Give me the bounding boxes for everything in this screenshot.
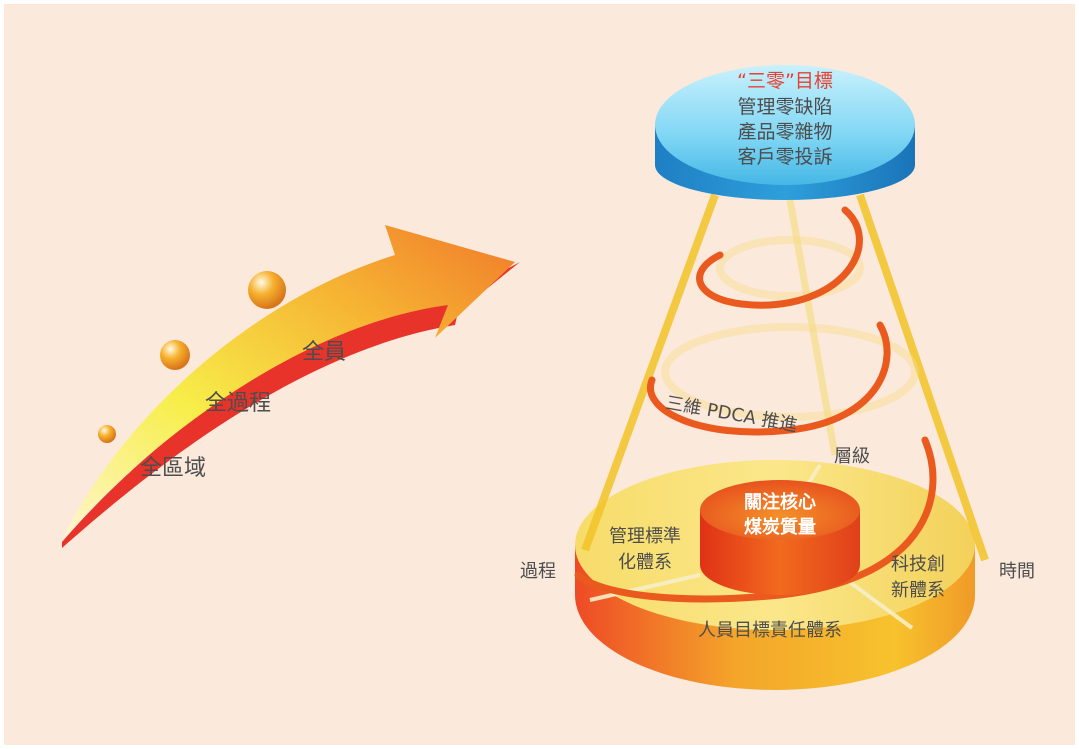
arrow-underside: [62, 262, 520, 548]
top-disc-face: [655, 65, 915, 185]
core-cylinder-top: [700, 480, 860, 540]
sector-left-line-2: 化體系: [618, 552, 672, 573]
goal-line-3: 客戶零投訴: [737, 146, 832, 168]
sector-right-line-1: 科技創: [891, 554, 945, 575]
arrow-label-all-staff: 全員: [302, 340, 346, 365]
sector-bottom-label: 人員目標責任體系: [698, 620, 842, 641]
ball-icon: [160, 340, 190, 370]
axis-label-level: 層級: [834, 446, 870, 467]
goal-title: “三零”目標: [737, 70, 833, 92]
axis-label-process: 過程: [520, 561, 556, 582]
ball-icon: [248, 271, 286, 309]
arrow-label-all-process: 全過程: [205, 391, 271, 416]
arrow-body: [62, 225, 515, 540]
funnel: [574, 65, 989, 690]
goal-line-1: 管理零缺陷: [737, 96, 832, 118]
sector-right-line-2: 新體系: [891, 580, 945, 601]
core-line-2: 煤炭質量: [744, 516, 816, 538]
goal-line-2: 產品零雜物: [737, 121, 832, 143]
ball-icon: [98, 425, 116, 443]
axis-label-time: 時間: [999, 561, 1035, 582]
sector-left-line-1: 管理標準: [609, 526, 681, 547]
core-line-1: 關注核心: [744, 491, 816, 513]
arrow-label-all-areas: 全區域: [140, 456, 206, 481]
growth-arrow: 全區域 全過程 全員: [62, 225, 520, 548]
